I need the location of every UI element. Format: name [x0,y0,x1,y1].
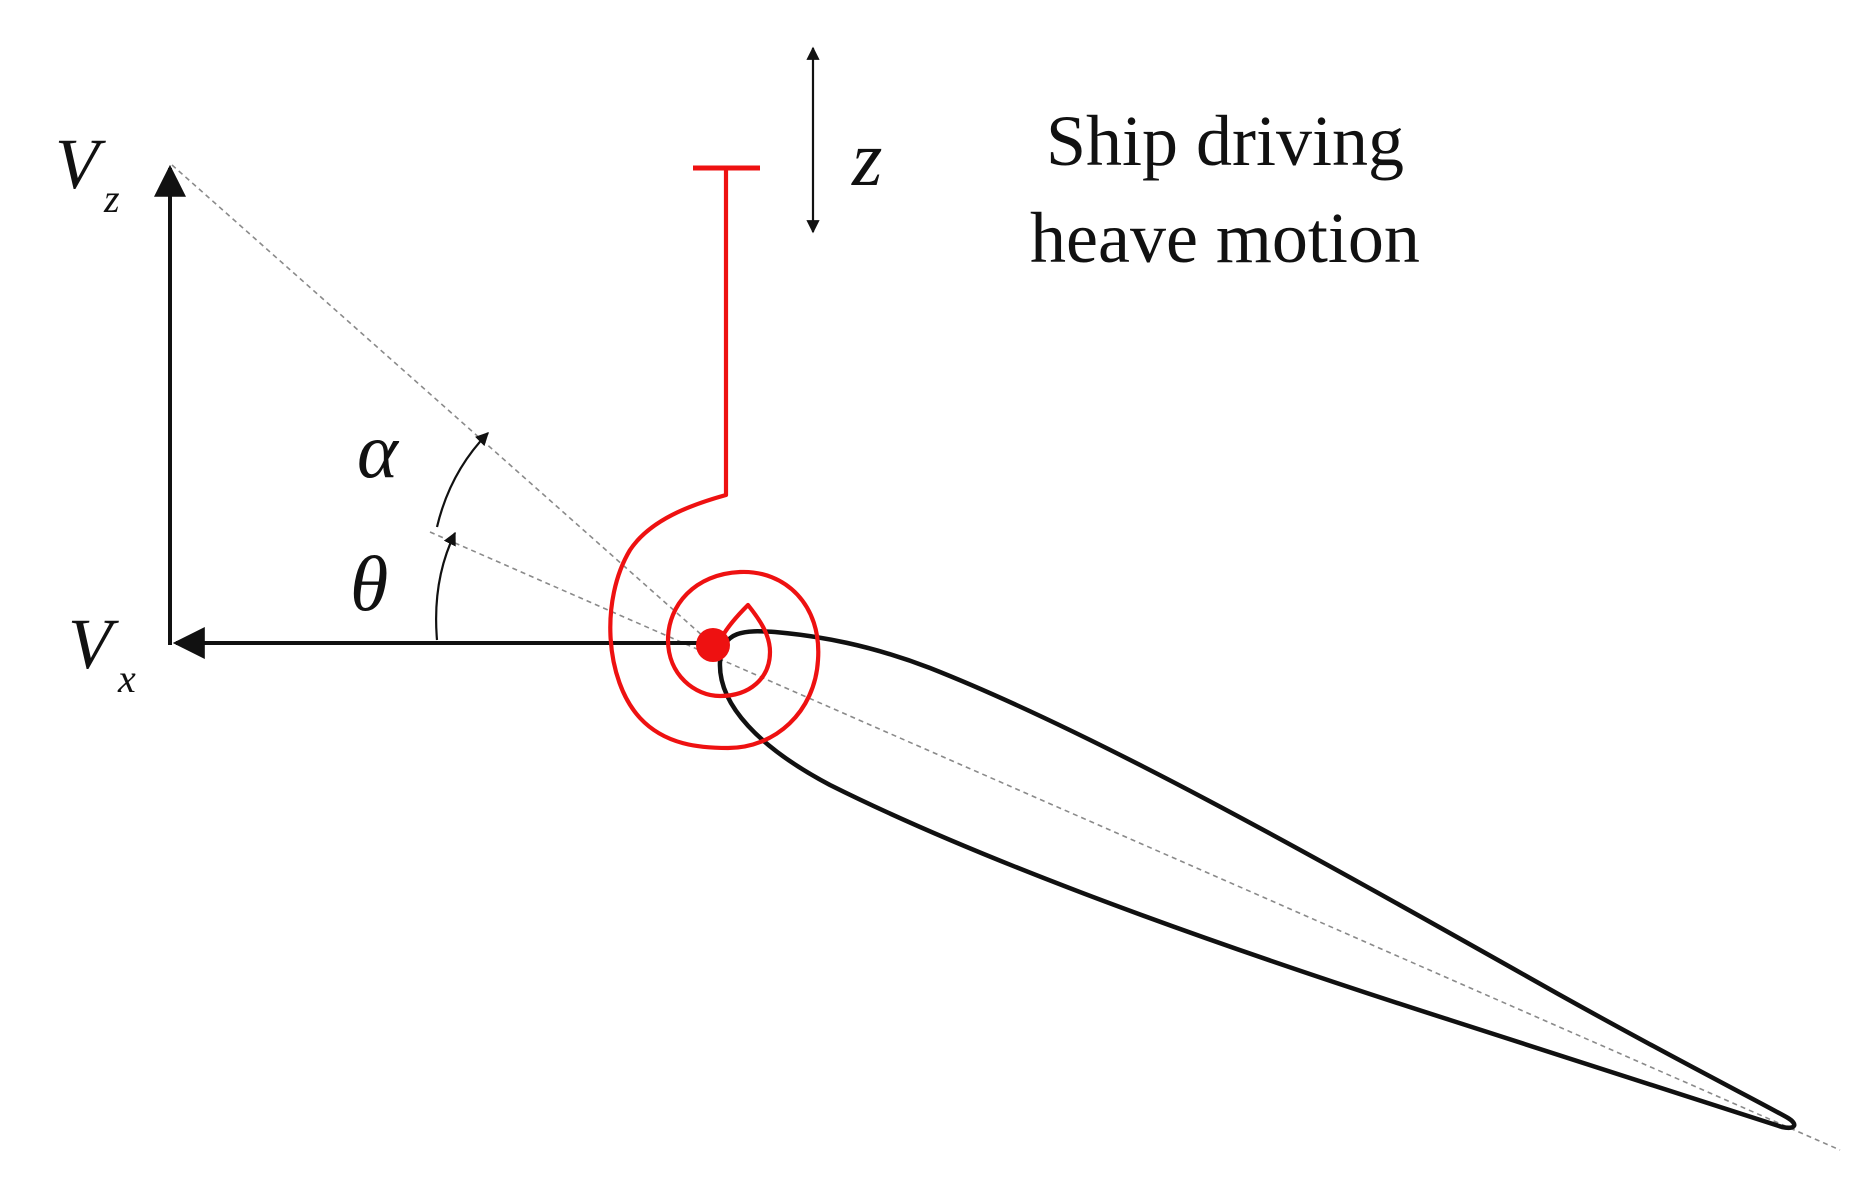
heave-z-label: z [851,115,882,202]
vz-label: V [55,124,106,204]
alpha-label: α [357,407,400,494]
vz-subscript: z [103,176,120,221]
pivot-point [696,628,730,662]
hydrofoil-outline [717,629,1797,1130]
inflow-velocity-line [171,164,714,646]
chord-line [429,531,1841,1151]
caption-line-1: Ship driving [1046,101,1404,181]
vx-label: V [68,604,119,684]
theta-label: θ [350,540,388,627]
caption-line-2: heave motion [1030,198,1420,278]
theta-arc [435,531,456,641]
heave-rod-spring [608,165,821,751]
vx-subscript: x [117,656,136,701]
alpha-arc [435,432,489,528]
